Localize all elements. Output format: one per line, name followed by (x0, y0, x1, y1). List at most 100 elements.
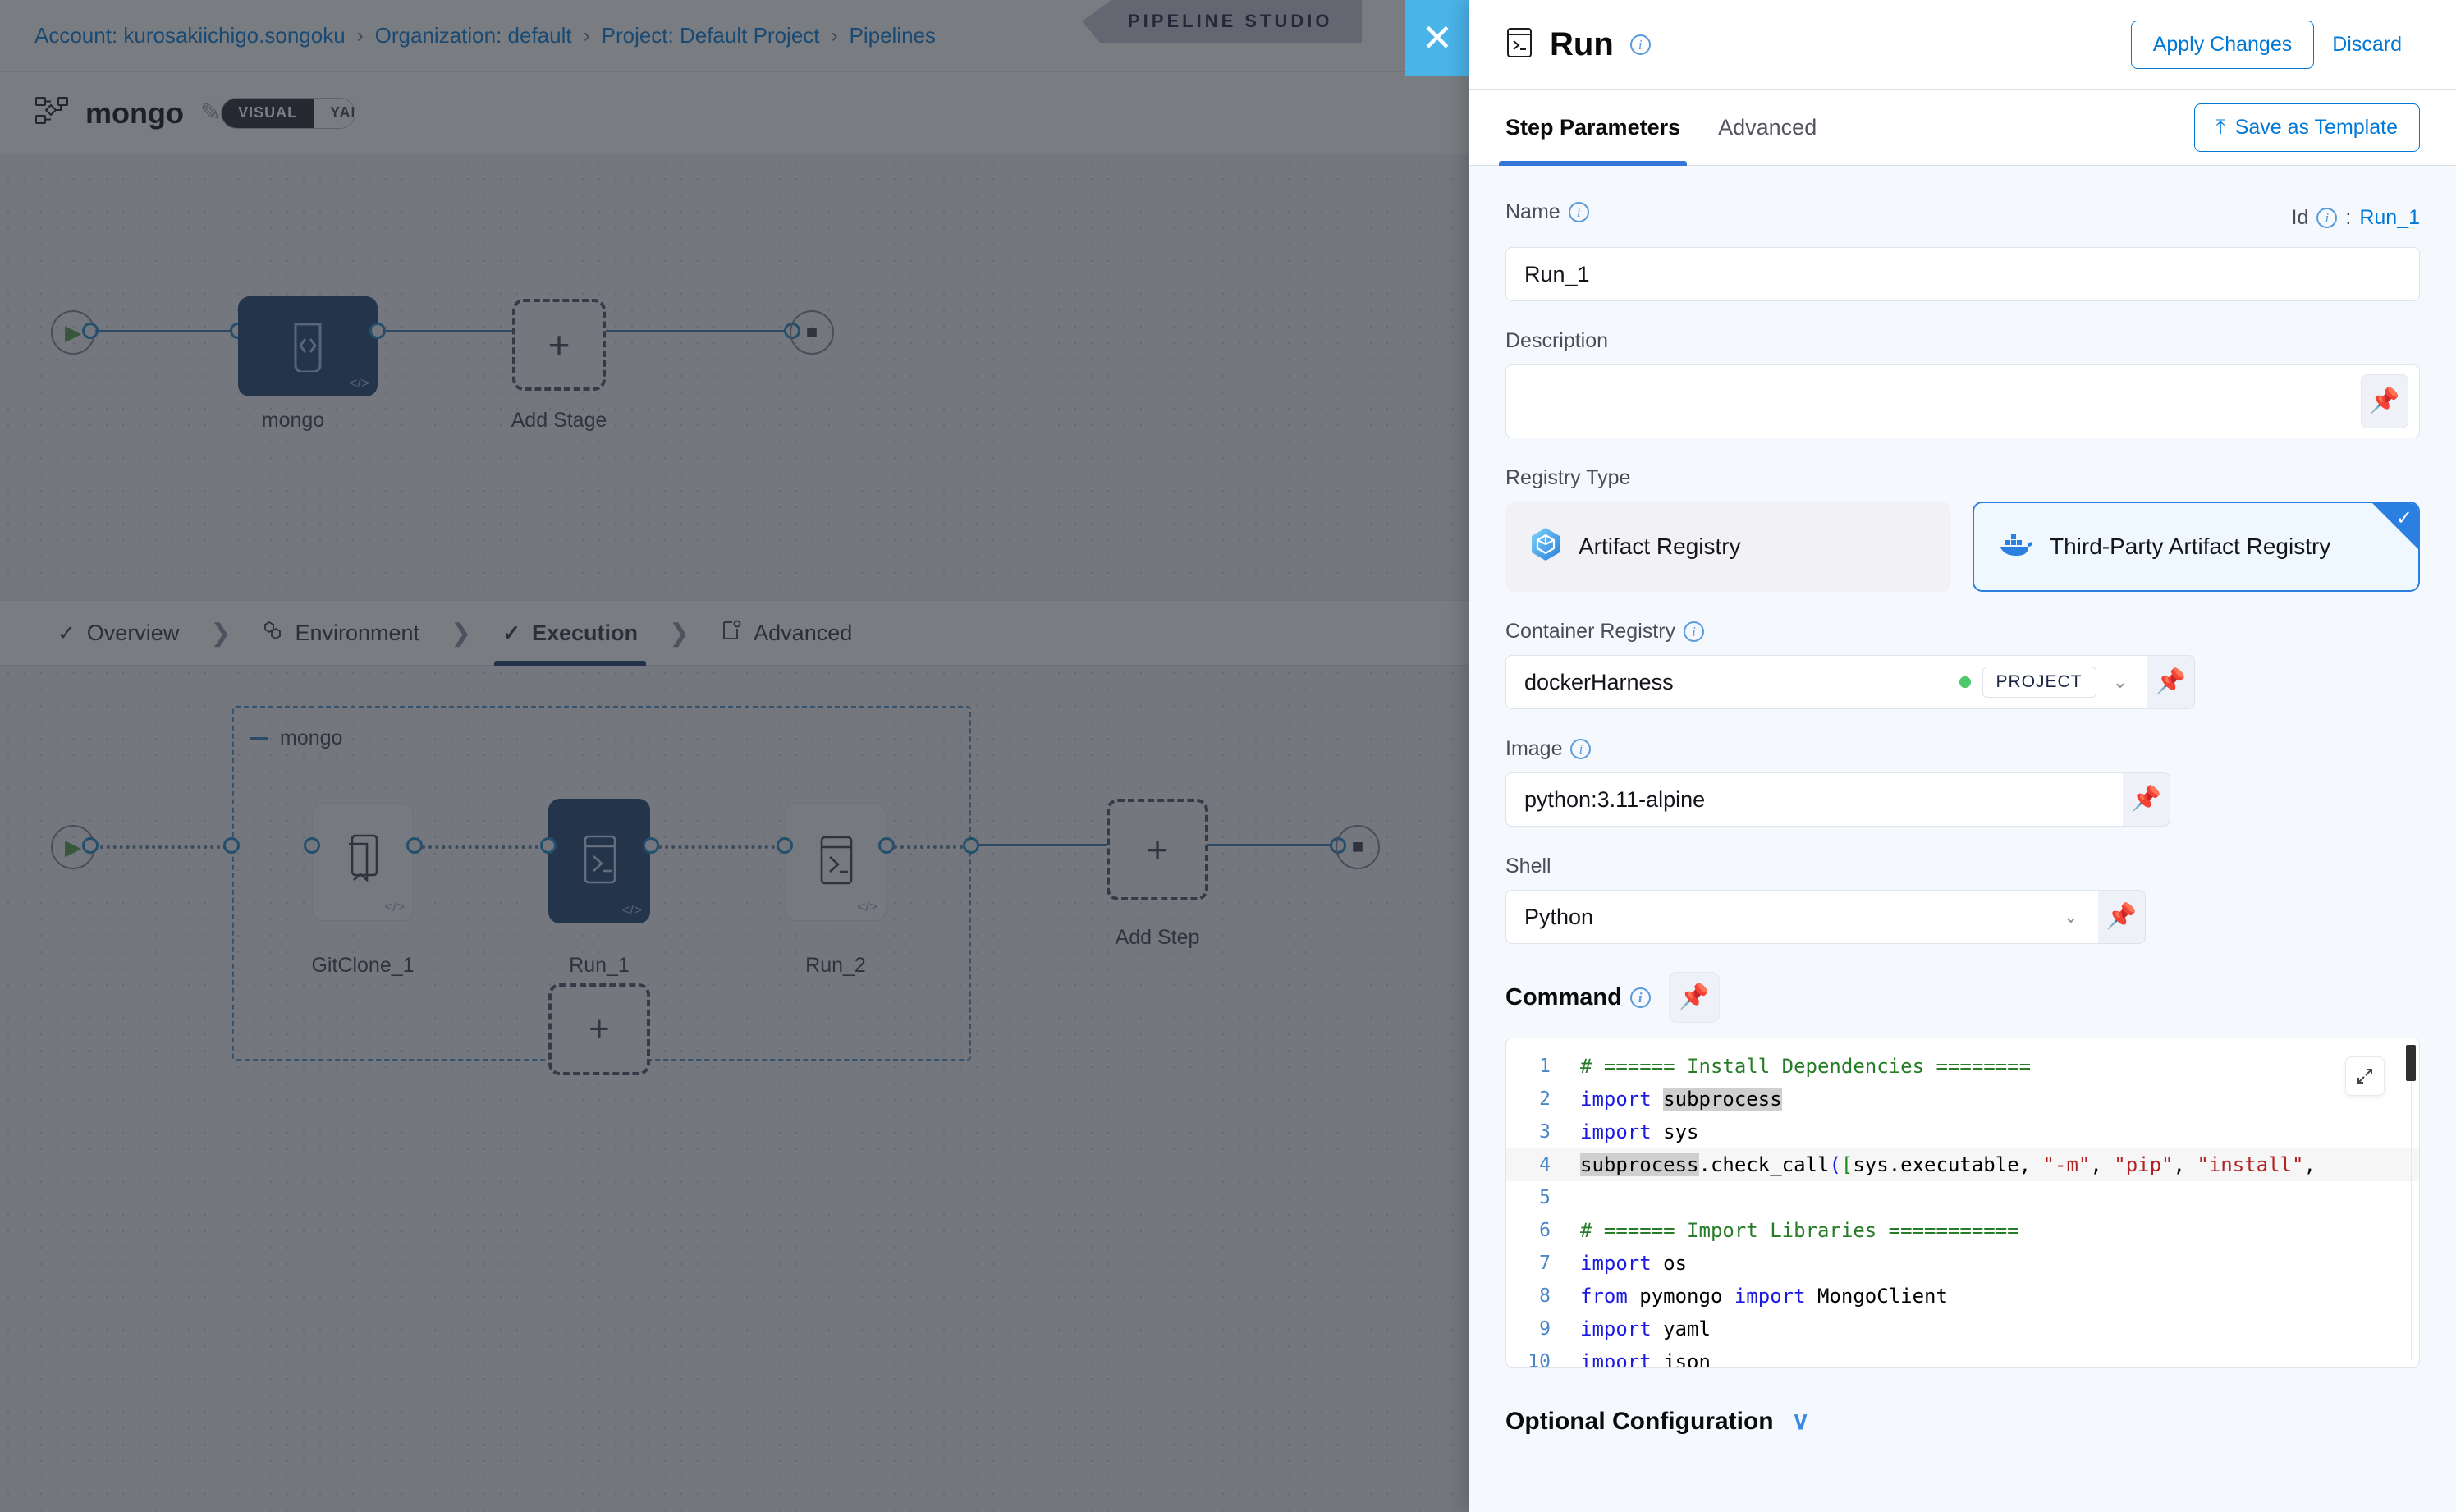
save-as-template-label: Save as Template (2234, 116, 2398, 139)
info-icon[interactable]: i (2316, 208, 2338, 228)
hex-nodes-icon (262, 620, 283, 647)
expand-editor-button[interactable] (2345, 1056, 2385, 1096)
step-label-gitclone-1: GitClone_1 (311, 954, 415, 977)
line-number: 9 (1539, 1318, 1551, 1340)
apply-changes-button[interactable]: Apply Changes (2130, 21, 2315, 69)
execution-graph: mongo ▶ </> GitClone_1 (0, 665, 1469, 1512)
name-label: Name (1505, 200, 1560, 223)
breadcrumb-separator-icon: › (831, 24, 838, 47)
tab-execution[interactable]: ✓ Execution (488, 600, 653, 666)
optional-configuration-toggle[interactable]: Optional Configuration ∨ (1505, 1407, 2420, 1436)
tab-environment[interactable]: Environment (247, 600, 434, 666)
stage-node-label: mongo (261, 409, 325, 432)
save-template-icon: ⤒ (2215, 116, 2225, 139)
edit-pencil-icon[interactable]: ✎ (199, 99, 222, 126)
toggle-visual[interactable]: VISUAL (222, 98, 314, 128)
panel-tabs: Step Parameters Advanced ⤒ Save as Templ… (1469, 90, 2456, 166)
scope-badge: PROJECT (1982, 667, 2096, 698)
container-registry-label-group: Container Registry i (1505, 620, 2420, 644)
container-registry-select[interactable]: dockerHarness PROJECT ⌄ (1505, 655, 2147, 709)
tab-advanced[interactable]: Advanced (706, 600, 867, 666)
stop-icon: ■ (1351, 836, 1364, 858)
info-icon[interactable]: i (1684, 621, 1705, 642)
name-label-group: Name i (1505, 200, 1589, 224)
breadcrumb-project[interactable]: Project: Default Project (601, 23, 820, 48)
tab-step-parameters[interactable]: Step Parameters (1498, 90, 1688, 166)
stage-tab-strip: ✓ Overview ❯ Environment ❯ ✓ Execution ❯ (0, 600, 1469, 666)
image-input[interactable] (1505, 772, 2123, 827)
add-step-label: Add Step (1115, 926, 1200, 949)
check-icon: ✓ (2395, 507, 2412, 529)
harness-cube-icon (1529, 526, 1562, 568)
registry-option-artifact-registry[interactable]: Artifact Registry (1505, 502, 1951, 592)
line-number: 2 (1539, 1088, 1551, 1110)
step-link (100, 845, 233, 849)
panel-body: Name i Id i : Run_1 Description 📌 (1469, 166, 2456, 1512)
breadcrumb-account[interactable]: Account: kurosakiichigo.songoku (34, 23, 346, 48)
chevron-down-icon[interactable]: ⌄ (2063, 906, 2078, 927)
shell-pin-button[interactable]: 📌 (2098, 890, 2146, 944)
step-node-gitclone-1[interactable]: </> (312, 803, 414, 921)
tab-execution-label: Execution (531, 620, 639, 645)
breadcrumb-pipelines[interactable]: Pipelines (849, 23, 937, 48)
description-pin-button[interactable]: 📌 (2361, 374, 2408, 428)
command-pin-button[interactable]: 📌 (1668, 972, 1720, 1023)
plus-icon: + (548, 323, 570, 366)
field-description: Description 📌 (1505, 329, 2420, 438)
view-mode-toggle[interactable]: VISUAL YAML (221, 97, 355, 129)
step-node-run-1[interactable]: </> (548, 799, 650, 923)
toggle-yaml[interactable]: YAML (330, 104, 355, 121)
close-panel-button[interactable]: ✕ (1405, 0, 1469, 76)
description-textarea[interactable] (1505, 364, 2420, 438)
line-number: 7 (1539, 1253, 1551, 1274)
tab-advanced[interactable]: Advanced (1718, 115, 1817, 140)
command-code-editor[interactable]: 1# ====== Install Dependencies ======== … (1505, 1038, 2420, 1368)
code-icon: </> (349, 375, 369, 391)
field-shell: Shell Python ⌄ 📌 (1505, 855, 2420, 944)
code-line: 5 (1506, 1181, 2419, 1214)
field-image: Image i 📌 (1505, 737, 2420, 827)
chevron-down-icon[interactable]: ⌄ (2112, 671, 2128, 692)
code-icon: </> (621, 902, 642, 918)
add-stage-button[interactable]: + (512, 299, 606, 391)
info-icon[interactable]: i (1570, 739, 1592, 759)
stage-graph: ▶ </> mongo + Add Stage ■ (0, 154, 1469, 600)
add-step-button[interactable]: + (1107, 799, 1208, 900)
stage-node-mongo[interactable]: </> (238, 296, 378, 396)
id-value: Run_1 (2359, 206, 2420, 229)
discard-button[interactable]: Discard (2314, 21, 2420, 68)
save-as-template-button[interactable]: ⤒ Save as Template (2193, 103, 2420, 152)
field-registry-type: Registry Type Artifact Registry (1505, 466, 2420, 592)
info-icon[interactable]: i (1629, 34, 1651, 55)
collapse-icon[interactable] (250, 736, 268, 740)
editor-scrollbar[interactable] (2406, 1045, 2416, 1081)
step-link (422, 845, 538, 849)
plus-icon: + (1146, 828, 1169, 871)
registry-option-third-party-artifact-registry[interactable]: Third-Party Artifact Registry ✓ (1973, 502, 2420, 592)
code-line: 6# ====== Import Libraries =========== (1506, 1214, 2419, 1247)
step-node-run-2[interactable]: </> (785, 803, 887, 921)
line-number: 1 (1539, 1056, 1551, 1077)
step-group-header[interactable]: mongo (250, 726, 342, 750)
breadcrumb-separator-icon: › (356, 24, 364, 47)
panel-title: Run (1550, 26, 1614, 62)
line-number: 3 (1539, 1121, 1551, 1143)
panel-header: Run i Apply Changes Discard (1469, 0, 2456, 90)
add-parallel-step-button[interactable]: + (548, 983, 650, 1075)
image-pin-button[interactable]: 📌 (2123, 772, 2170, 827)
info-icon[interactable]: i (1568, 202, 1589, 222)
shell-select[interactable]: Python ⌄ (1505, 890, 2098, 944)
docker-whale-icon (1997, 530, 2033, 564)
line-number: 4 (1539, 1154, 1551, 1175)
start-connector-dot (82, 837, 99, 854)
breadcrumb-organization[interactable]: Organization: default (374, 23, 572, 48)
container-registry-pin-button[interactable]: 📌 (2147, 655, 2195, 709)
pin-icon: 📌 (2155, 668, 2187, 695)
name-input[interactable] (1505, 247, 2420, 301)
tab-overview[interactable]: ✓ Overview (43, 600, 194, 666)
info-icon[interactable]: i (1629, 987, 1651, 1008)
step-link (658, 845, 775, 849)
